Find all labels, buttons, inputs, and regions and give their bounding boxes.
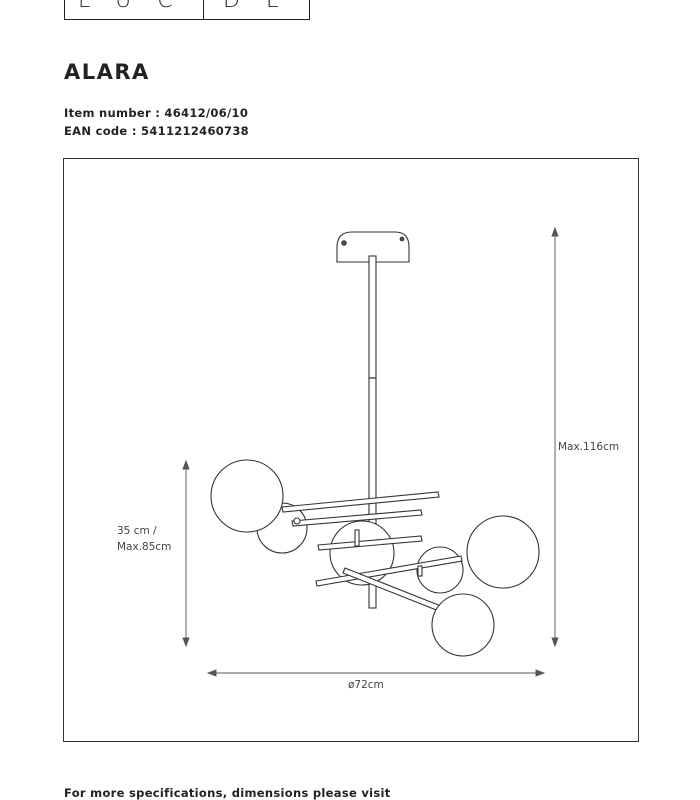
globe bbox=[416, 546, 464, 594]
diameter-label: ø72cm bbox=[348, 679, 384, 691]
min-height-label: 35 cm / bbox=[117, 525, 157, 537]
arm bbox=[281, 491, 440, 513]
arm bbox=[315, 555, 463, 587]
logo-box-right bbox=[204, 0, 310, 20]
arm bbox=[317, 535, 423, 551]
ceiling-canopy bbox=[336, 231, 410, 263]
logo-text-left: LUC bbox=[78, 0, 199, 13]
height-label: Max.116cm bbox=[558, 441, 620, 453]
globe bbox=[431, 593, 495, 657]
brand-logo: LUC DE bbox=[64, 0, 310, 22]
globe bbox=[466, 515, 540, 589]
item-number: Item number : 46412/06/10 bbox=[64, 106, 249, 120]
max-height-label: Max.85cm bbox=[117, 541, 172, 553]
logo-box-left bbox=[64, 0, 204, 20]
footer-text: For more specifications, dimensions plea… bbox=[64, 786, 391, 800]
globe bbox=[210, 459, 284, 533]
stem-upper bbox=[368, 255, 377, 379]
arm bbox=[291, 509, 423, 527]
product-title: ALARA bbox=[64, 60, 150, 84]
drawing-frame bbox=[63, 158, 639, 742]
logo-text-right: DE bbox=[223, 0, 306, 13]
ean-code: EAN code : 5411212460738 bbox=[64, 124, 249, 138]
